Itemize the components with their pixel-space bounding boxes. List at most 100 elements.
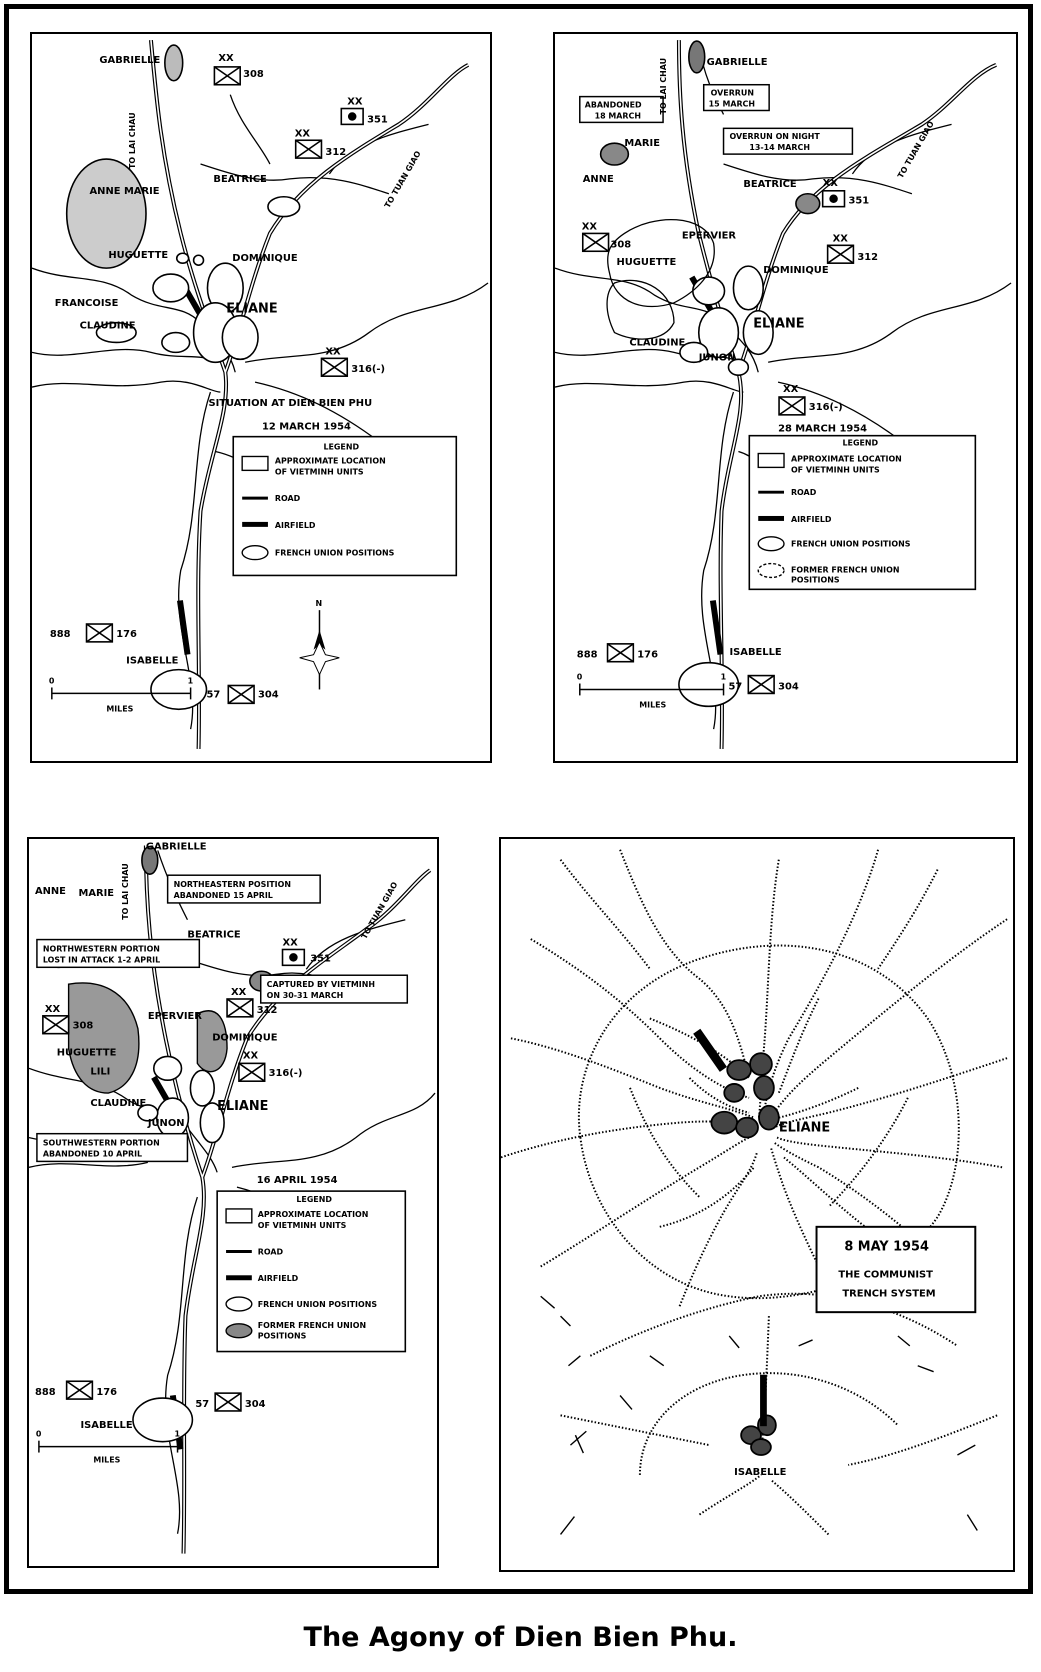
unit-888: 888 — [577, 650, 598, 661]
svg-text:OF VIETMINH UNITS: OF VIETMINH UNITS — [791, 465, 880, 474]
svg-text:MILES: MILES — [106, 704, 133, 713]
scattered-trenches — [540, 1295, 978, 1535]
svg-text:FRENCH UNION POSITIONS: FRENCH UNION POSITIONS — [791, 540, 911, 549]
svg-text:APPROXIMATE LOCATION: APPROXIMATE LOCATION — [275, 456, 386, 465]
unit-308: 308 — [243, 69, 264, 80]
label-huguette: HUGUETTE — [108, 250, 168, 261]
french-positions — [65, 44, 301, 711]
unit-308: 308 — [73, 1021, 94, 1032]
map-12-march-1954: GABRIELLE ANNE MARIE BEATRICE HUGUETTE D… — [30, 32, 492, 763]
svg-text:POSITIONS: POSITIONS — [258, 1332, 307, 1341]
label-lili: LILI — [90, 1066, 110, 1077]
unit-316: 316(-) — [809, 402, 843, 413]
callout-overrun-night-1: OVERRUN ON NIGHT — [729, 132, 820, 141]
label-dominique: DOMINIQUE — [212, 1033, 278, 1044]
map-28-march-svg: ABANDONED 18 MARCH OVERRUN 15 MARCH OVER… — [555, 40, 1012, 749]
callout-nw-2: LOST IN ATTACK 1-2 APRIL — [43, 955, 160, 964]
map1-date: 12 MARCH 1954 — [262, 422, 351, 433]
label-epervier: EPERVIER — [682, 230, 737, 241]
unit-351: 351 — [848, 196, 869, 207]
label-gabrielle: GABRIELLE — [707, 57, 768, 68]
label-to-tuan-giao: TO TUAN GIAO — [383, 149, 423, 209]
svg-text:FRENCH UNION POSITIONS: FRENCH UNION POSITIONS — [258, 1300, 378, 1309]
svg-text:AIRFIELD: AIRFIELD — [275, 521, 316, 530]
unit-304: 304 — [245, 1399, 266, 1410]
svg-text:MILES: MILES — [639, 700, 666, 709]
map4-title-1: THE COMMUNIST — [838, 1269, 933, 1280]
label-beatrice: BEATRICE — [743, 179, 797, 190]
label-anne: ANNE — [583, 174, 614, 185]
svg-text:ROAD: ROAD — [275, 494, 301, 503]
scale-bar: 0 1 MILES — [36, 1430, 180, 1465]
map1-labels: GABRIELLE ANNE MARIE BEATRICE HUGUETTE D… — [50, 53, 423, 700]
unit-351: 351 — [367, 114, 388, 125]
unit-888: 888 — [50, 629, 71, 640]
french-strongpoints — [693, 1028, 780, 1456]
unit-176: 176 — [637, 650, 658, 661]
callout-abandoned-2: 18 MARCH — [595, 111, 641, 120]
label-to-lai-chau: TO LAI CHAU — [659, 58, 668, 115]
svg-text:1: 1 — [721, 673, 727, 682]
label-anne-marie: ANNE MARIE — [89, 186, 159, 197]
unit-308-xx: XX — [45, 1004, 61, 1015]
label-dominique: DOMINIQUE — [232, 253, 298, 264]
callout-captured-2: ON 30-31 MARCH — [267, 991, 344, 1000]
map4-title-box: 8 MAY 1954 THE COMMUNIST TRENCH SYSTEM — [815, 1225, 977, 1314]
svg-text:OF VIETMINH UNITS: OF VIETMINH UNITS — [258, 1221, 347, 1230]
svg-text:MILES: MILES — [93, 1455, 120, 1464]
callout-nw-1: NORTHWESTERN PORTION — [43, 944, 160, 953]
unit-316: 316(-) — [351, 364, 385, 375]
map-8-may-1954: ELIANE ISABELLE 8 MAY 1954 THE COMMUNIST… — [499, 837, 1015, 1572]
callout-sw-2: ABANDONED 10 APRIL — [43, 1149, 142, 1158]
figure-frame — [4, 4, 1033, 1594]
unit-176: 176 — [96, 1387, 117, 1398]
callout-abandoned-1: ABANDONED — [585, 101, 642, 110]
figure-caption: The Agony of Dien Bien Phu. — [303, 1622, 738, 1653]
label-dominique: DOMINIQUE — [763, 265, 829, 276]
unit-316: 316(-) — [269, 1068, 303, 1079]
map3-callouts: NORTHEASTERN POSITION ABANDONED 15 APRIL… — [36, 874, 409, 1163]
unit-308-xx: XX — [218, 53, 234, 64]
map2-labels: GABRIELLE MARIE ANNE BEATRICE HUGUETTE E… — [577, 57, 936, 693]
callout-overrun-2: 15 MARCH — [709, 100, 755, 109]
french-positions — [599, 40, 821, 708]
unit-308-xx: XX — [582, 221, 598, 232]
unit-351: 351 — [310, 953, 331, 964]
unit-351-xx: XX — [283, 938, 299, 949]
map-8-may-svg: ELIANE ISABELLE 8 MAY 1954 THE COMMUNIST… — [501, 849, 1008, 1536]
map4-title-2: TRENCH SYSTEM — [842, 1288, 935, 1299]
label-beatrice: BEATRICE — [213, 174, 267, 185]
scale-bar: 0 1 MILES — [49, 677, 193, 714]
callout-sw-1: SOUTHWESTERN PORTION — [43, 1139, 160, 1148]
unit-312-xx: XX — [231, 987, 247, 998]
unit-888: 888 — [35, 1387, 56, 1398]
vietminh-areas — [67, 982, 228, 1094]
unit-312-xx: XX — [295, 128, 311, 139]
svg-text:AIRFIELD: AIRFIELD — [791, 515, 832, 524]
unit-176: 176 — [116, 629, 137, 640]
label-marie: MARIE — [624, 138, 660, 149]
callout-overrun-night-2: 13-14 MARCH — [749, 143, 810, 152]
map4-labels: ELIANE ISABELLE — [734, 1121, 830, 1478]
unit-316-xx: XX — [243, 1050, 259, 1061]
label-to-lai-chau: TO LAI CHAU — [128, 112, 137, 169]
unit-57: 57 — [206, 689, 220, 700]
label-claudine: CLAUDINE — [80, 321, 136, 332]
label-claudine: CLAUDINE — [629, 337, 685, 348]
unit-symbols — [85, 66, 364, 705]
label-beatrice: BEATRICE — [187, 930, 240, 941]
unit-351-xx: XX — [347, 97, 363, 108]
label-huguette: HUGUETTE — [616, 257, 676, 268]
unit-316-xx: XX — [325, 346, 341, 357]
callout-captured-1: CAPTURED BY VIETMINH — [267, 980, 375, 989]
label-claudine: CLAUDINE — [90, 1098, 146, 1109]
svg-text:APPROXIMATE LOCATION: APPROXIMATE LOCATION — [258, 1210, 369, 1219]
map1-title: SITUATION AT DIEN BIEN PHU — [208, 398, 372, 409]
svg-text:LEGEND: LEGEND — [296, 1195, 332, 1204]
unit-304: 304 — [258, 689, 279, 700]
label-isabelle: ISABELLE — [126, 656, 178, 667]
unit-304: 304 — [778, 681, 799, 692]
label-junon: JUNON — [147, 1118, 185, 1129]
svg-text:1: 1 — [188, 677, 194, 686]
label-eliane: ELIANE — [217, 1099, 268, 1114]
